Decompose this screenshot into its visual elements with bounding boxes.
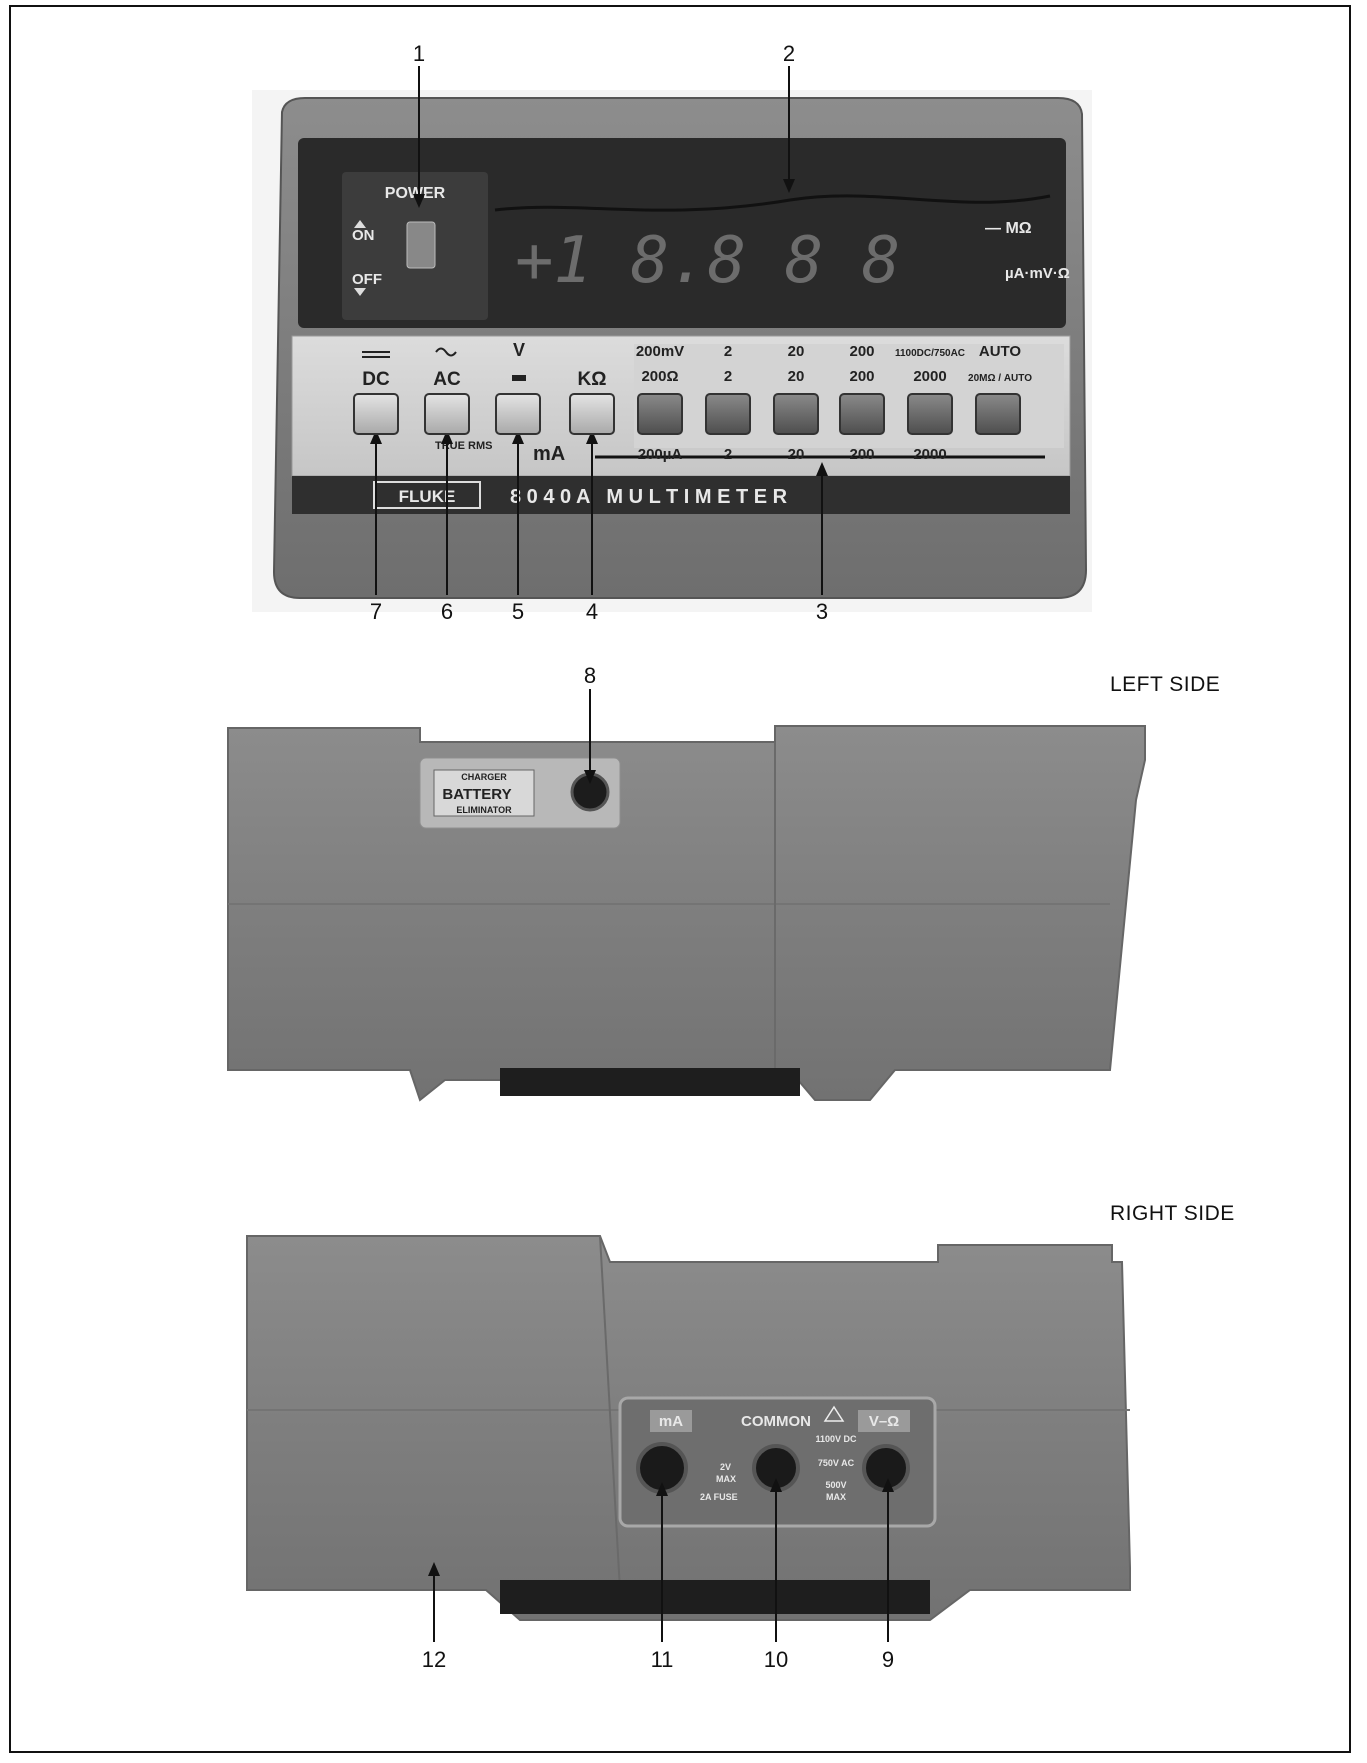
battery-label: BATTERY [442,786,511,803]
display-window [298,138,1066,328]
callout-7: 7 [370,599,382,624]
range-button-4[interactable] [839,393,885,435]
callout-9: 9 [882,1647,894,1672]
range-button-6[interactable] [975,393,1021,435]
charger-label-plate [433,769,535,817]
v-label: V [513,340,525,360]
ma-tag [650,1410,692,1432]
range-label-row3-4: 200 [849,446,874,463]
display-leader-curve [494,194,1051,212]
range-label-row1-6: AUTO [979,343,1022,360]
callout-12: 12 [422,1647,446,1672]
range-button-2[interactable] [705,393,751,435]
callout-10: 10 [764,1647,788,1672]
arrow-down-icon [354,288,366,296]
fluke-logo [373,481,481,509]
callout-8: 8 [584,663,596,688]
model-name: 8 0 4 0 A M U L T I M E T E R [510,486,788,508]
v-ohm-tag [858,1410,910,1432]
callout-arrowheads [370,179,894,1576]
range-label-row3-1: 200µA [638,446,683,463]
max-label: MAX [826,1492,846,1502]
ac-label: AC [433,369,461,390]
callout-3: 3 [816,599,828,624]
v-ohm-jack-label: V–Ω [869,1413,899,1430]
unit-ua-mv-ohm-label: µA·mV·Ω [1005,265,1070,282]
max-750vac-label: 750V AC [818,1458,855,1468]
right-side-view: mA COMMON V–Ω 1100V DC 750V AC 500V MAX … [246,1235,1131,1621]
kohm-button[interactable] [569,393,615,435]
ma-label: mA [533,443,565,465]
range-label-row2-3: 20 [788,368,805,385]
range-label-row2-5: 2000 [913,368,946,385]
range-label-row3-2: 2 [724,446,732,463]
warning-icon [823,1405,845,1422]
range-button-1[interactable] [637,393,683,435]
callout-5: 5 [512,599,524,624]
power-switch[interactable] [406,221,436,269]
left-case-body [227,725,1146,1102]
range-label-row1-1: 200mV [636,343,684,360]
range-button-5[interactable] [907,393,953,435]
callout-4: 4 [586,599,598,624]
figure-border [9,5,1351,1753]
range-label-row1-3: 20 [788,343,805,360]
range-label-row1-5: 1100DC/750AC [895,348,965,359]
arrow-up-icon [354,220,366,228]
range-label-row2-1: 200Ω [641,368,678,385]
power-on-label: ON [352,227,375,244]
charger-label: CHARGER [461,772,507,782]
unit-mohm-label: — MΩ [985,220,1032,237]
button-symbol-icon [512,375,526,381]
ma-jack-label: mA [659,1413,683,1430]
ac-button[interactable] [424,393,470,435]
range-label-row3-3: 20 [788,446,805,463]
callout-11: 11 [651,1647,674,1672]
range-label-row3-5: 2000 [913,446,946,463]
callout-2: 2 [783,41,795,66]
range-label-row2-4: 200 [849,368,874,385]
led-display-readout: +1 8.8 8 8 [515,224,900,298]
dc-label: DC [362,369,390,390]
fluke-logo-text: FLUKE [399,487,456,506]
v-ma-button[interactable] [495,393,541,435]
callout-6: 6 [441,599,453,624]
kohm-label: KΩ [578,369,607,390]
range-button-3[interactable] [773,393,819,435]
power-label: POWER [385,185,446,202]
left-side-view: CHARGER BATTERY ELIMINATOR [227,725,1146,1102]
tilt-stand [500,1068,800,1096]
power-off-label: OFF [352,271,382,288]
right-tilt-stand [500,1580,930,1614]
fuse-label: 2A FUSE [700,1492,738,1502]
callout-1: 1 [413,41,425,66]
callouts [375,66,889,1642]
two-volt-max-label: MAX [716,1474,736,1484]
common-jack-label: COMMON [741,1413,811,1430]
max-1100vdc-label: 1100V DC [815,1434,857,1444]
range-label-row1-4: 200 [849,343,874,360]
ac-tilde-icon [435,347,457,357]
range-label-row1-2: 2 [724,343,732,360]
two-volt-label: 2V [720,1462,731,1472]
dc-button[interactable] [353,393,399,435]
left-side-caption: LEFT SIDE [1110,673,1220,696]
range-label-row2-2: 2 [724,368,732,385]
max-500v-label: 500V [825,1480,846,1490]
right-side-caption: RIGHT SIDE [1110,1202,1235,1225]
range-label-row2-6: 20MΩ / AUTO [968,373,1032,384]
eliminator-label: ELIMINATOR [456,805,512,815]
